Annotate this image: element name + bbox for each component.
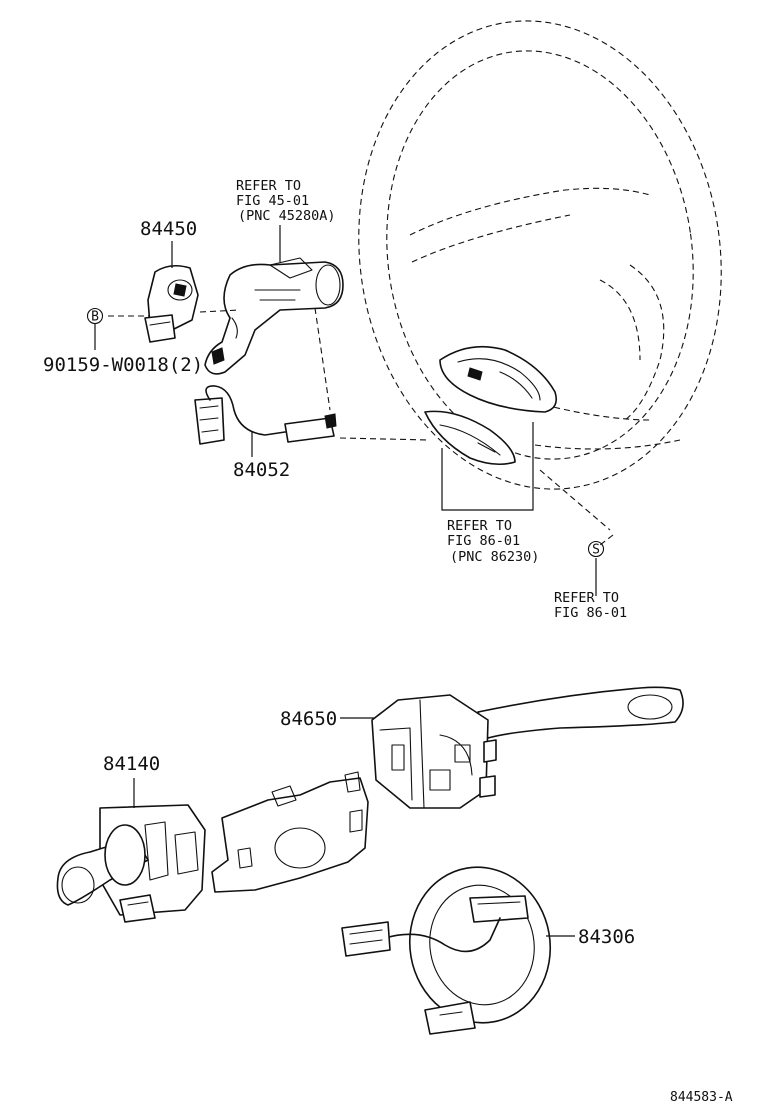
part-number-84306: 84306: [578, 926, 635, 948]
ref-fig45-line1: REFER TO: [236, 178, 301, 194]
switch-bracket: [211, 771, 369, 893]
ref-fig86-text: REFER TO FIG 86-01 (PNC 86230): [447, 518, 539, 565]
ref-fig86-line3: (PNC 86230): [450, 549, 539, 565]
marker-b: B: [86, 307, 104, 350]
spiral-cable-84306: [341, 866, 552, 1035]
switch-84450: [144, 264, 199, 343]
ref-fig86-line1: REFER TO: [447, 518, 512, 534]
steering-pad: [424, 345, 558, 466]
ref-fig45-line3: (PNC 45280A): [238, 208, 336, 224]
marker-b-label: B: [91, 310, 99, 325]
wiper-switch-84650: [371, 686, 684, 809]
light-switch-84140: [56, 804, 206, 923]
ref-fig86b-line1: REFER TO: [554, 590, 619, 606]
marker-s: S: [587, 540, 605, 558]
ref-fig45-line2: FIG 45-01: [236, 193, 309, 209]
steering-wheel-outline: [358, 20, 722, 490]
diagram-code: 844583-A: [670, 1090, 733, 1105]
ref-fig86-line2: FIG 86-01: [447, 533, 520, 549]
part-number-84052: 84052: [233, 459, 290, 481]
ref-leader-fig86: [441, 422, 534, 511]
ref-fig86b-text: REFER TO FIG 86-01: [554, 590, 627, 621]
connector-wire-84052: [194, 385, 337, 445]
connection-lines: [108, 307, 614, 546]
part-number-84450: 84450: [140, 218, 197, 240]
bolt-part-number: 90159-W0018(2): [43, 354, 203, 376]
marker-s-label: S: [592, 543, 600, 558]
part-number-84140: 84140: [103, 753, 160, 775]
steering-lock-assembly: [204, 257, 344, 375]
ref-fig86b-line2: FIG 86-01: [554, 605, 627, 621]
ref-fig45-text: REFER TO FIG 45-01 (PNC 45280A): [236, 178, 336, 224]
part-number-84650: 84650: [280, 708, 337, 730]
